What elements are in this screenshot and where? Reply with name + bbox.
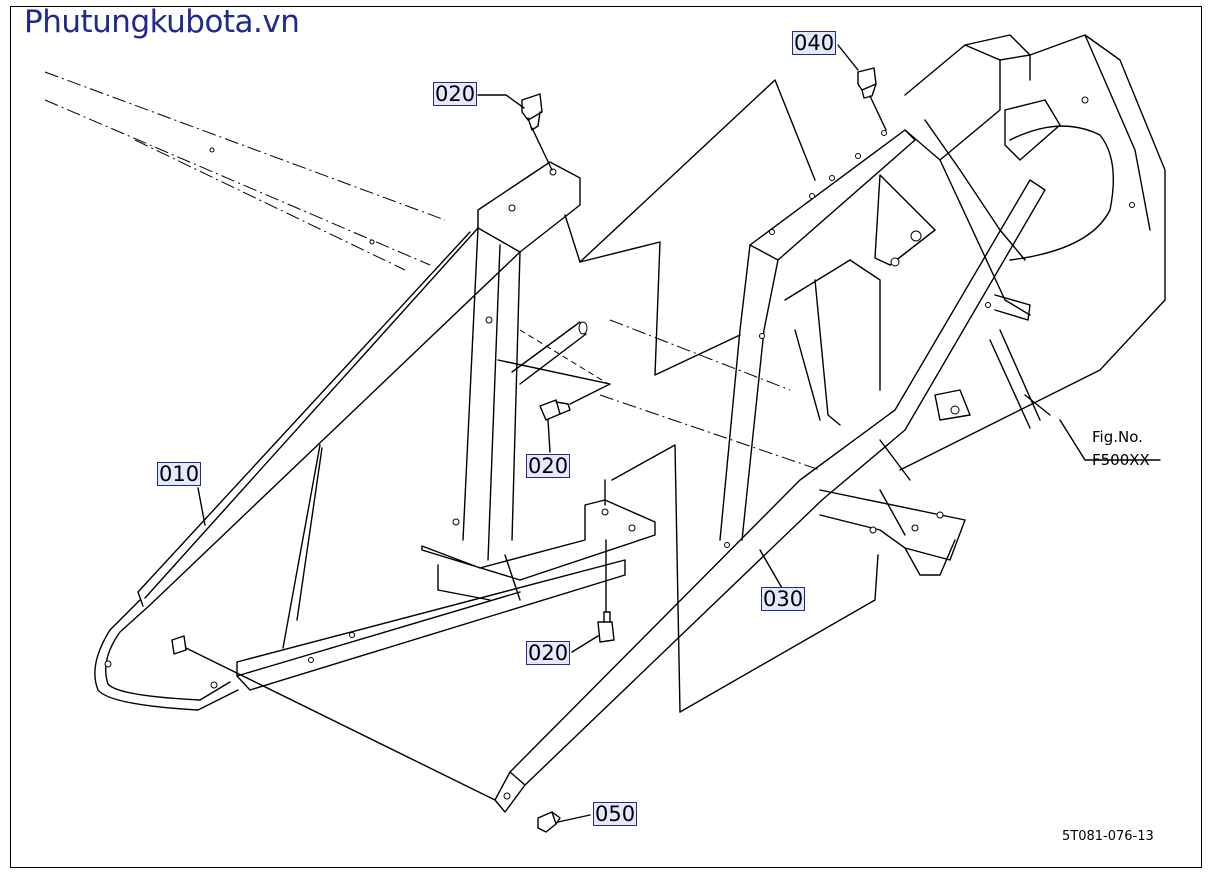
nut-050 — [537, 811, 561, 833]
stud-bolt — [171, 635, 187, 655]
drawing-number: 5T081-076-13 — [1062, 829, 1154, 844]
drawing-frame — [10, 6, 1202, 868]
bolt-020-top — [521, 93, 543, 131]
bolt-040 — [857, 67, 877, 99]
bolt-020-mid — [539, 399, 571, 421]
callout-020-top[interactable]: 020 — [433, 82, 478, 106]
frame-part-010 — [94, 147, 656, 711]
fig-label: Fig.No. — [1092, 428, 1143, 446]
cross-shaft — [511, 321, 588, 385]
chassis-centerlines — [44, 71, 821, 471]
callout-030[interactable]: 030 — [761, 587, 806, 611]
callout-010[interactable]: 010 — [157, 462, 202, 486]
callout-020-mid[interactable]: 020 — [526, 454, 571, 478]
callout-050[interactable]: 050 — [593, 802, 638, 826]
support-bar-part-030 — [494, 179, 1046, 813]
callout-040[interactable]: 040 — [792, 31, 837, 55]
bolt-020-low — [597, 611, 615, 643]
fig-number[interactable]: F500XX — [1092, 451, 1150, 469]
watermark-text: Phutungkubota.vn — [24, 4, 300, 40]
leader-lines — [185, 44, 1161, 823]
right-chassis — [719, 34, 1166, 576]
callout-020-low[interactable]: 020 — [526, 641, 571, 665]
